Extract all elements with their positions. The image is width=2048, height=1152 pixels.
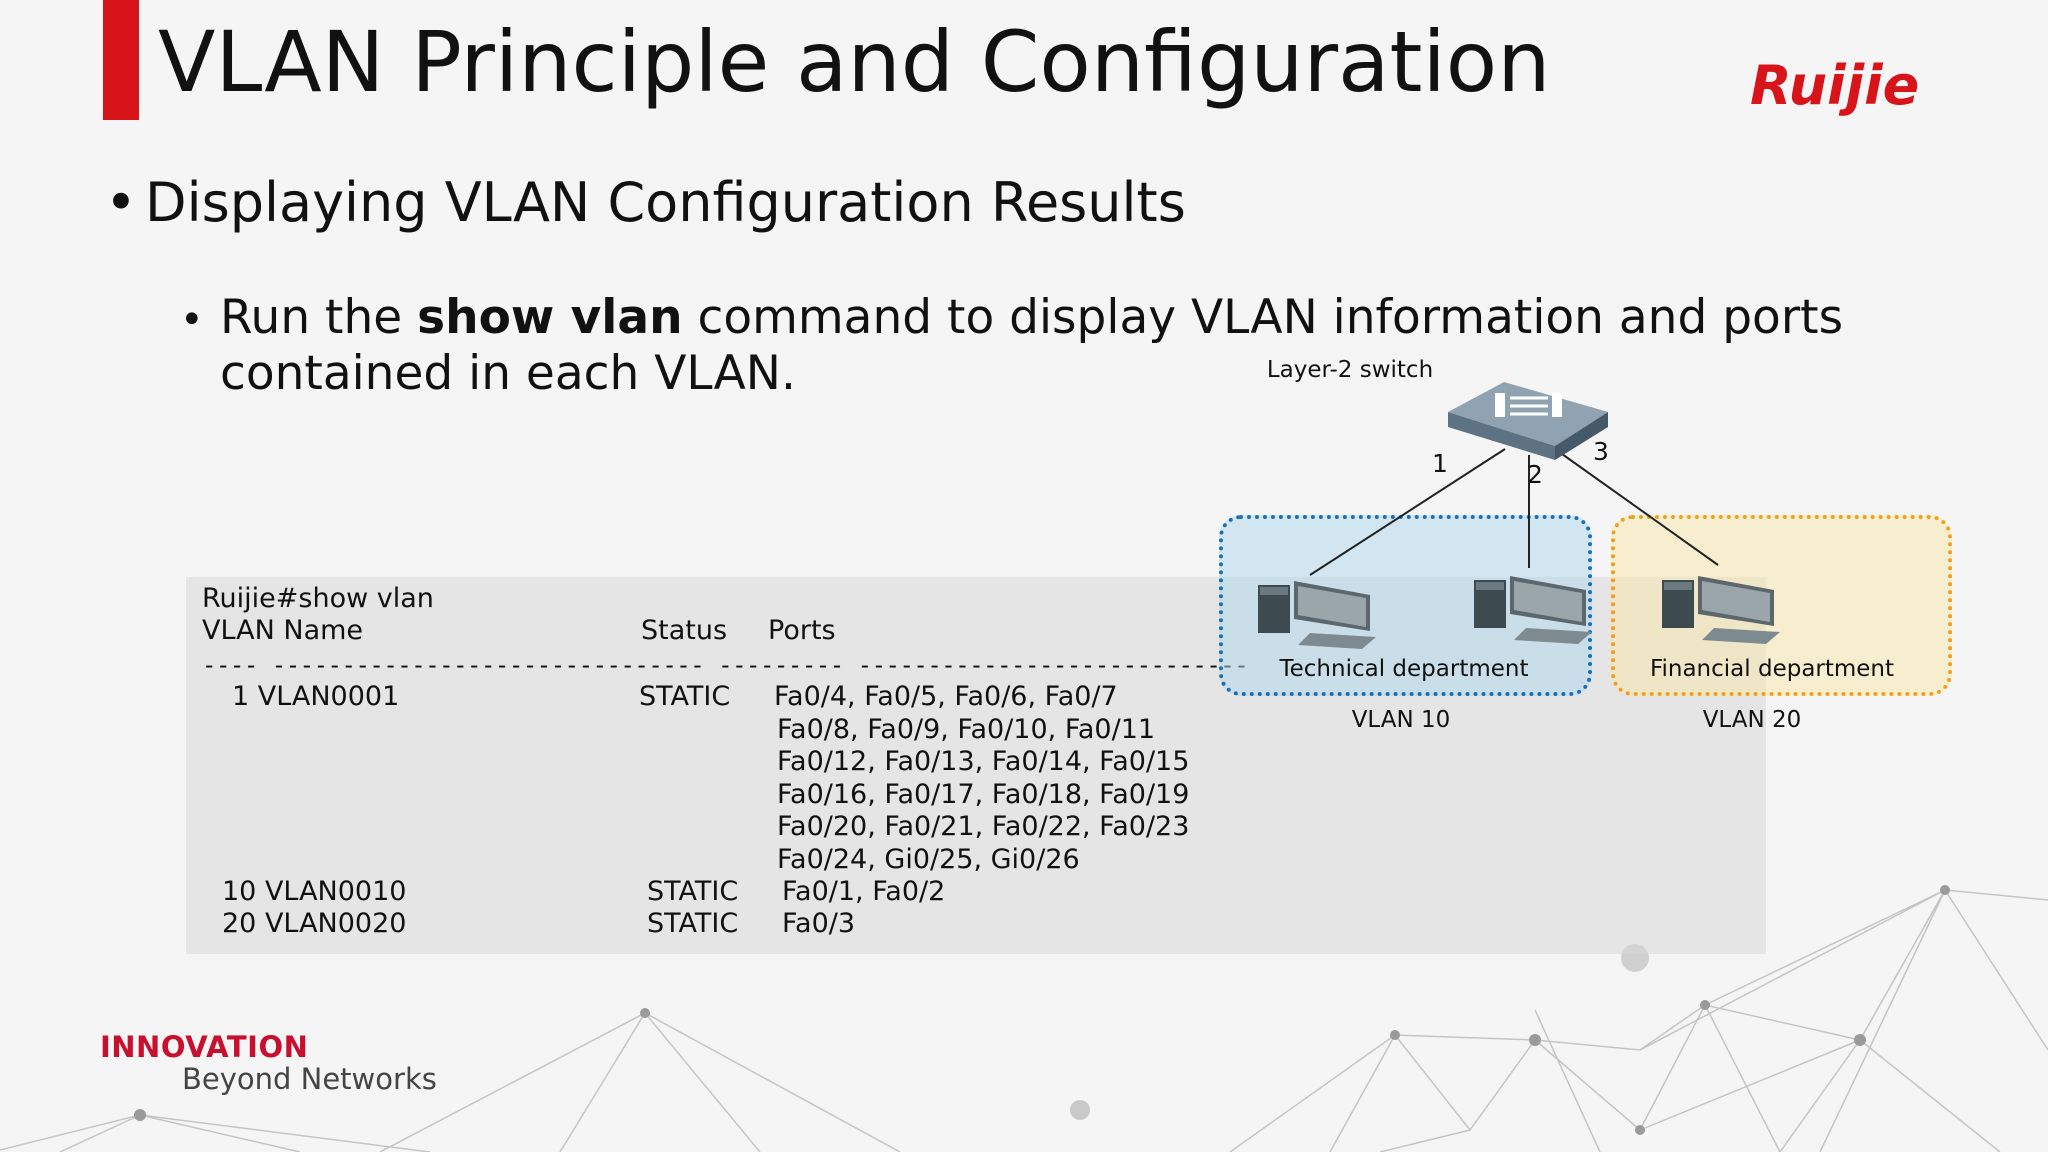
cli-row-ports: Fa0/24, Gi0/25, Gi0/26 — [777, 844, 1080, 875]
cli-header-ports: Ports — [768, 615, 836, 646]
cli-row-status: STATIC — [647, 876, 739, 907]
slide-title: VLAN Principle and Configuration — [158, 13, 1551, 111]
cli-output-panel: Ruijie#show vlan VLAN Name Status Ports … — [186, 577, 1766, 954]
cli-row-id-name: 1 VLAN0001 — [232, 681, 400, 712]
cli-row-ports: Fa0/1, Fa0/2 — [782, 876, 946, 907]
vlan20-zone — [1611, 515, 1952, 696]
footer-beyond-networks: Beyond Networks — [182, 1062, 437, 1096]
svg-text:Ruijie: Ruijie — [1750, 54, 1919, 117]
bullet-dot: • — [105, 171, 137, 234]
bullet-sub-command: show vlan — [417, 290, 683, 345]
title-accent-bar — [103, 0, 139, 120]
bullet-sub-text: Run the show vlan command to display VLA… — [220, 290, 1920, 402]
cli-row-ports: Fa0/3 — [782, 908, 856, 939]
cli-row-ports: Fa0/12, Fa0/13, Fa0/14, Fa0/15 — [777, 746, 1190, 777]
bullet-sub-post: command to display VLAN information and … — [220, 290, 1844, 401]
cli-row-ports: Fa0/4, Fa0/5, Fa0/6, Fa0/7 — [774, 681, 1118, 712]
cli-header-status: Status — [641, 615, 728, 646]
bullet-sub-pre: Run the — [220, 290, 418, 345]
cli-prompt: Ruijie#show vlan — [202, 583, 434, 614]
cli-row-status: STATIC — [639, 681, 731, 712]
footer-innovation: INNOVATION — [100, 1030, 309, 1064]
cli-header-vlan-name: VLAN Name — [202, 615, 364, 646]
vlan10-zone — [1219, 515, 1592, 696]
cli-row-ports: Fa0/8, Fa0/9, Fa0/10, Fa0/11 — [777, 714, 1156, 745]
cli-row-id-name: 20 VLAN0020 — [222, 908, 407, 939]
cli-row-status: STATIC — [647, 908, 739, 939]
bullet-sub: • Run the show vlan command to display V… — [180, 290, 1920, 402]
cli-row-ports: Fa0/20, Fa0/21, Fa0/22, Fa0/23 — [777, 811, 1190, 842]
cli-separator: ---- ------------------------------- ---… — [202, 651, 1252, 679]
cli-row-id-name: 10 VLAN0010 — [222, 876, 407, 907]
ruijie-logo: Ruijie — [1750, 54, 1919, 117]
bullet-main-text: Displaying VLAN Configuration Results — [145, 171, 1186, 234]
cli-row-ports: Fa0/16, Fa0/17, Fa0/18, Fa0/19 — [777, 779, 1190, 810]
bullet-dot: • — [180, 297, 204, 343]
